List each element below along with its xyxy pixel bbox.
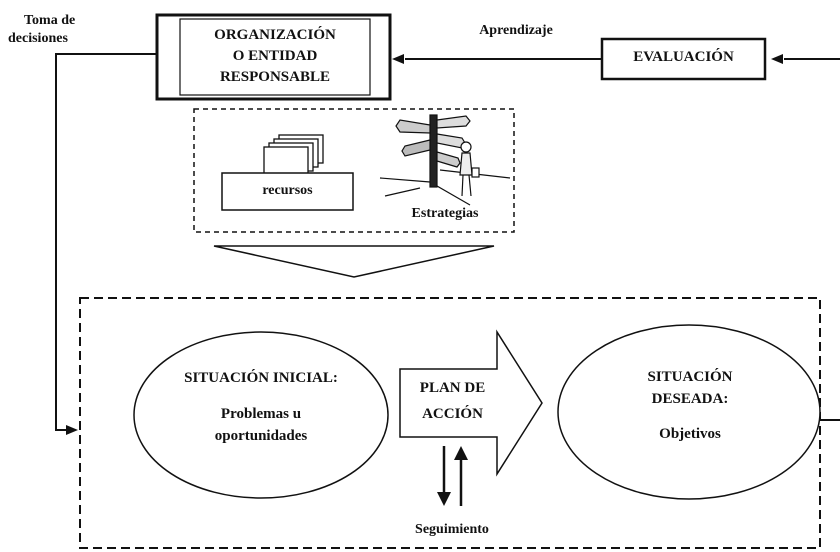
organizacion-line-3: RESPONSABLE <box>219 69 331 85</box>
seguimiento-label: Seguimiento <box>415 522 489 537</box>
recursos-box <box>221 172 354 211</box>
organizacion-label: ORGANIZACIÓN O ENTIDAD RESPONSABLE <box>180 25 370 88</box>
arrow-into-evaluacion <box>771 54 783 64</box>
signpost-person-icon <box>379 114 511 206</box>
evaluacion-label: EVALUACIÓN <box>633 49 734 65</box>
organizacion-box <box>155 13 392 101</box>
situacion-inicial-body-line-1: Problemas u <box>220 406 302 422</box>
toma-decisiones-line-1: Toma de <box>24 13 76 28</box>
process-dashed-box <box>79 297 821 549</box>
situacion-deseada-body: Objetivos <box>659 426 721 442</box>
plan-accion-line-1: PLAN DE <box>419 380 486 396</box>
situacion-inicial-ellipse <box>133 331 389 499</box>
recursos-label: recursos <box>262 183 313 198</box>
organizacion-line-2: O ENTIDAD <box>232 48 318 64</box>
toma-decisiones-line-2: decisiones <box>8 31 68 46</box>
situacion-deseada-title: SITUACIÓN DESEADA: <box>615 366 765 410</box>
evaluacion-box <box>600 37 767 81</box>
toma-decisiones-label: Toma de decisiones <box>8 12 88 48</box>
seguimiento-arrows <box>437 446 468 506</box>
toma-decisiones-line <box>55 53 157 431</box>
plan-accion-label: PLAN DE ACCIÓN <box>400 375 505 427</box>
situacion-deseada-ellipse <box>557 324 821 500</box>
arrow-into-organizacion <box>392 54 404 64</box>
situacion-inicial-title: SITUACIÓN INICIAL: <box>184 370 338 386</box>
aprendizaje-label: Aprendizaje <box>479 23 553 38</box>
stacked-documents-icon <box>263 134 324 176</box>
situacion-deseada-title-line-2: DESEADA: <box>651 391 729 407</box>
situacion-deseada-title-line-1: SITUACIÓN <box>647 369 733 385</box>
plan-accion-arrow <box>399 329 543 477</box>
plan-accion-line-2: ACCIÓN <box>422 406 483 422</box>
organizacion-line-1: ORGANIZACIÓN <box>214 27 336 43</box>
estrategias-label: Estrategias <box>411 206 479 221</box>
situacion-inicial-body: Problemas u oportunidades <box>160 403 362 447</box>
resources-strategies-box <box>193 108 515 233</box>
situacion-inicial-body-line-2: oportunidades <box>214 428 308 444</box>
arrow-into-plan <box>66 425 78 435</box>
down-arrow-shape <box>213 245 495 278</box>
